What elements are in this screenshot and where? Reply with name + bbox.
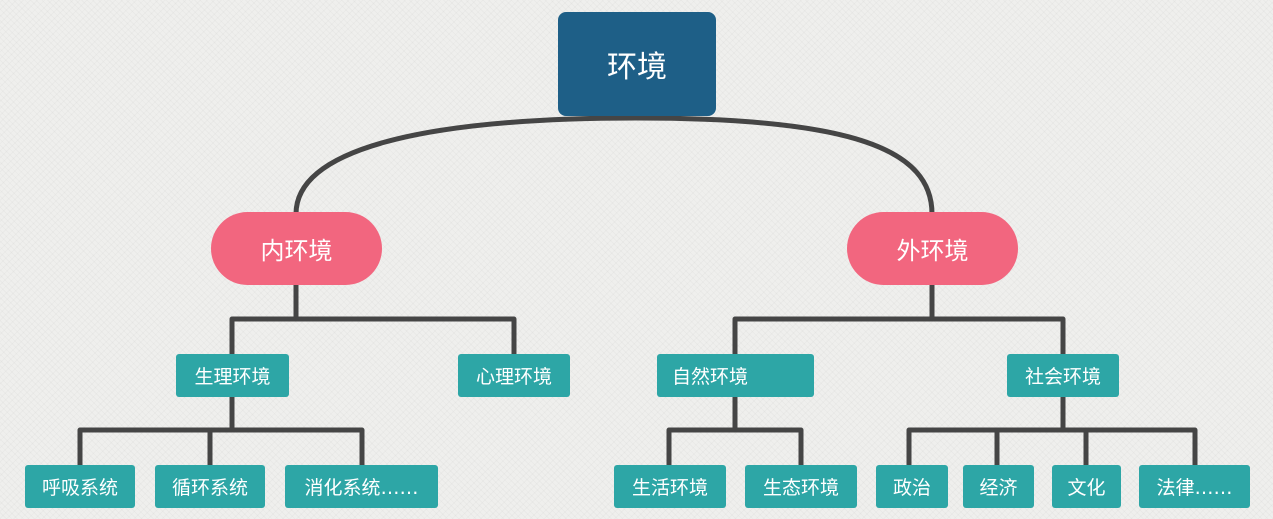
node-label: 外环境 — [896, 237, 969, 265]
root-node[interactable]: 环境 — [558, 12, 716, 116]
node-label: 经济 — [979, 477, 1018, 499]
root-label: 环境 — [607, 50, 667, 85]
node-label: 呼吸系统 — [41, 477, 118, 499]
node-living-environment[interactable]: 生活环境 — [614, 465, 726, 508]
connector-social — [906, 397, 1198, 465]
node-law[interactable]: 法律…… — [1139, 465, 1250, 508]
node-label: 法律…… — [1156, 477, 1233, 499]
node-label: 政治 — [892, 477, 931, 499]
node-label: 内环境 — [260, 237, 333, 265]
node-psychological-environment[interactable]: 心理环境 — [458, 354, 570, 397]
node-label: 生态环境 — [762, 477, 839, 499]
node-circulatory-system[interactable]: 循环系统 — [155, 465, 265, 508]
node-label: 文化 — [1067, 477, 1106, 499]
node-politics[interactable]: 政治 — [876, 465, 948, 508]
node-respiratory-system[interactable]: 呼吸系统 — [25, 465, 135, 508]
node-label: 心理环境 — [475, 366, 552, 388]
connector-natural — [666, 397, 804, 465]
node-label: 自然环境 — [672, 366, 749, 388]
node-social-environment[interactable]: 社会环境 — [1007, 354, 1119, 397]
node-physiological-environment[interactable]: 生理环境 — [176, 354, 289, 397]
node-label: 消化系统…… — [304, 477, 419, 499]
connector-physiological — [77, 397, 365, 465]
node-label: 社会环境 — [1024, 366, 1101, 388]
node-inner-environment[interactable]: 内环境 — [211, 212, 382, 285]
connector-outer — [732, 285, 1066, 354]
node-label: 生理环境 — [194, 366, 271, 388]
node-economy[interactable]: 经济 — [963, 465, 1034, 508]
node-outer-environment[interactable]: 外环境 — [847, 212, 1018, 285]
node-digestive-system[interactable]: 消化系统…… — [285, 465, 438, 508]
node-label: 循环系统 — [171, 477, 248, 499]
node-natural-environment[interactable]: 自然环境 — [657, 354, 814, 397]
node-label: 生活环境 — [631, 477, 708, 499]
connector-root-branches — [293, 115, 935, 215]
connector-inner — [229, 285, 517, 354]
node-culture[interactable]: 文化 — [1052, 465, 1121, 508]
node-ecological-environment[interactable]: 生态环境 — [745, 465, 857, 508]
